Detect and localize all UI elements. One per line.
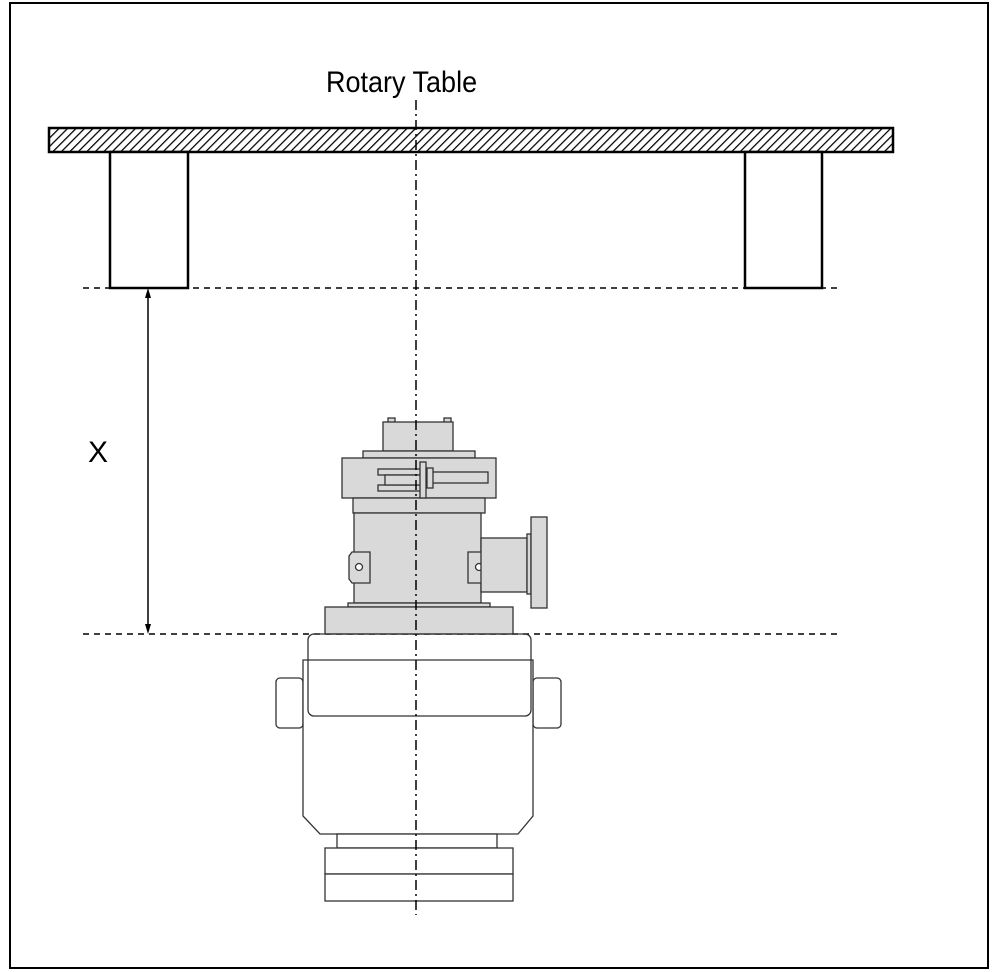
table-leg-left bbox=[108, 150, 190, 290]
dimension-x-label: X bbox=[88, 436, 109, 469]
rotary-table-plate bbox=[47, 126, 895, 154]
dimension-arrow bbox=[145, 288, 151, 634]
frame-border bbox=[9, 2, 989, 969]
gearbox bbox=[324, 417, 548, 635]
rotary-table-label: Rotary Table bbox=[326, 66, 478, 99]
table-leg-right bbox=[743, 150, 824, 290]
motor bbox=[275, 633, 562, 902]
